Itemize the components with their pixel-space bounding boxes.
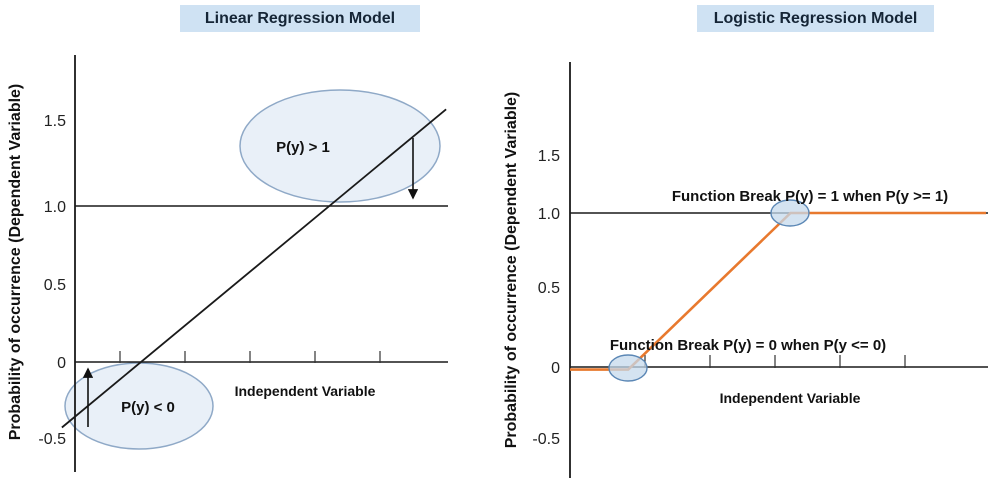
y-axis-label: Probability of occurrence (Dependent Var… [7, 84, 24, 441]
logistic-probability-line [570, 211, 986, 371]
y-tick-label-neg-0-5: -0.5 [532, 431, 560, 448]
y-tick-label-1-5: 1.5 [44, 113, 66, 130]
x-axis-label: Independent Variable [235, 383, 376, 399]
x-axis-label: Independent Variable [720, 390, 861, 406]
function-break-circle-y1 [770, 199, 810, 227]
y-tick-label-0-5: 0.5 [538, 280, 560, 297]
linear-regression-chart: 1.5 1.0 0.5 0 -0.5 P(y) > 1 P(y) < 0 Ind… [7, 55, 448, 472]
annotation-label-break-y0: Function Break P(y) = 0 when P(y <= 0) [610, 337, 886, 354]
linear-regression-fit-line [61, 108, 447, 429]
y-tick-label-1-5: 1.5 [538, 148, 560, 165]
annotation-label-break-y1: Function Break P(y) = 1 when P(y >= 1) [672, 188, 948, 205]
y-axis-label: Probability of occurrence (Dependent Var… [503, 92, 520, 449]
y-tick-label-0-5: 0.5 [44, 277, 66, 294]
linear-chart-title: Linear Regression Model [180, 5, 420, 32]
y-tick-label-0: 0 [551, 360, 560, 377]
y-tick-label-1-0: 1.0 [44, 199, 66, 216]
y-tick-label-neg-0-5: -0.5 [38, 431, 66, 448]
annotation-label-py-gt-1: P(y) > 1 [276, 139, 330, 156]
x-axis-ticks [119, 351, 381, 363]
logistic-regression-chart: 1.5 1.0 0.5 0 -0.5 Function Break P(y) =… [503, 62, 988, 478]
y-tick-label-1-0: 1.0 [538, 206, 560, 223]
annotation-label-py-lt-0: P(y) < 0 [121, 399, 175, 416]
y-tick-label-0: 0 [57, 355, 66, 372]
annotation-ellipse-py-gt-1 [239, 89, 441, 203]
logistic-chart-title: Logistic Regression Model [697, 5, 934, 32]
x-axis-ticks [644, 355, 906, 368]
function-break-circle-y0 [608, 354, 648, 382]
